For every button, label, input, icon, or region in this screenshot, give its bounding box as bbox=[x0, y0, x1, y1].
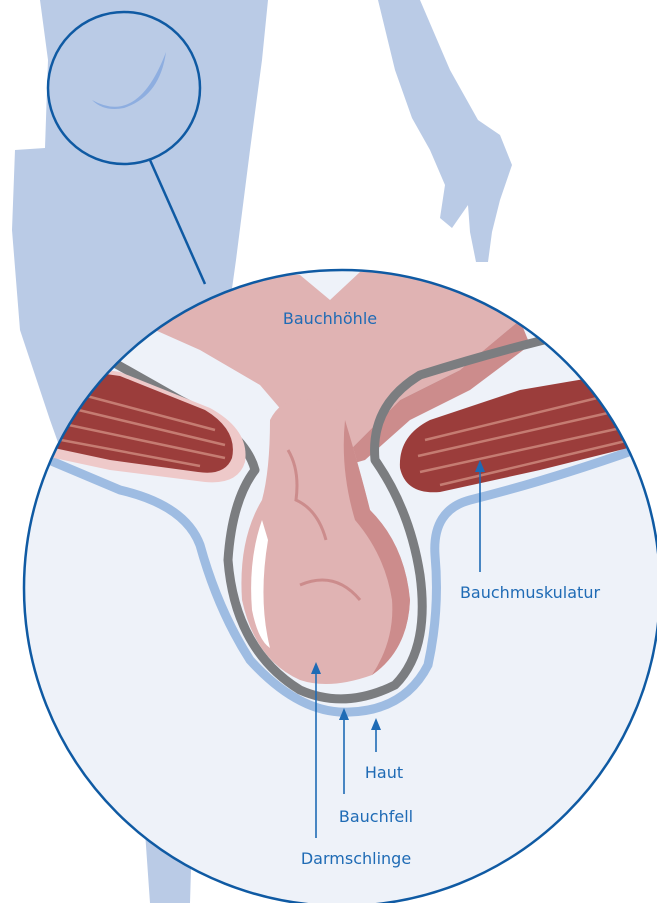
label-haut: Haut bbox=[365, 763, 403, 782]
label-bauchhoehle: Bauchhöhle bbox=[283, 309, 377, 328]
label-darmschlinge: Darmschlinge bbox=[301, 849, 411, 868]
label-bauchfell: Bauchfell bbox=[339, 807, 413, 826]
label-bauchmuskulatur: Bauchmuskulatur bbox=[460, 583, 601, 602]
